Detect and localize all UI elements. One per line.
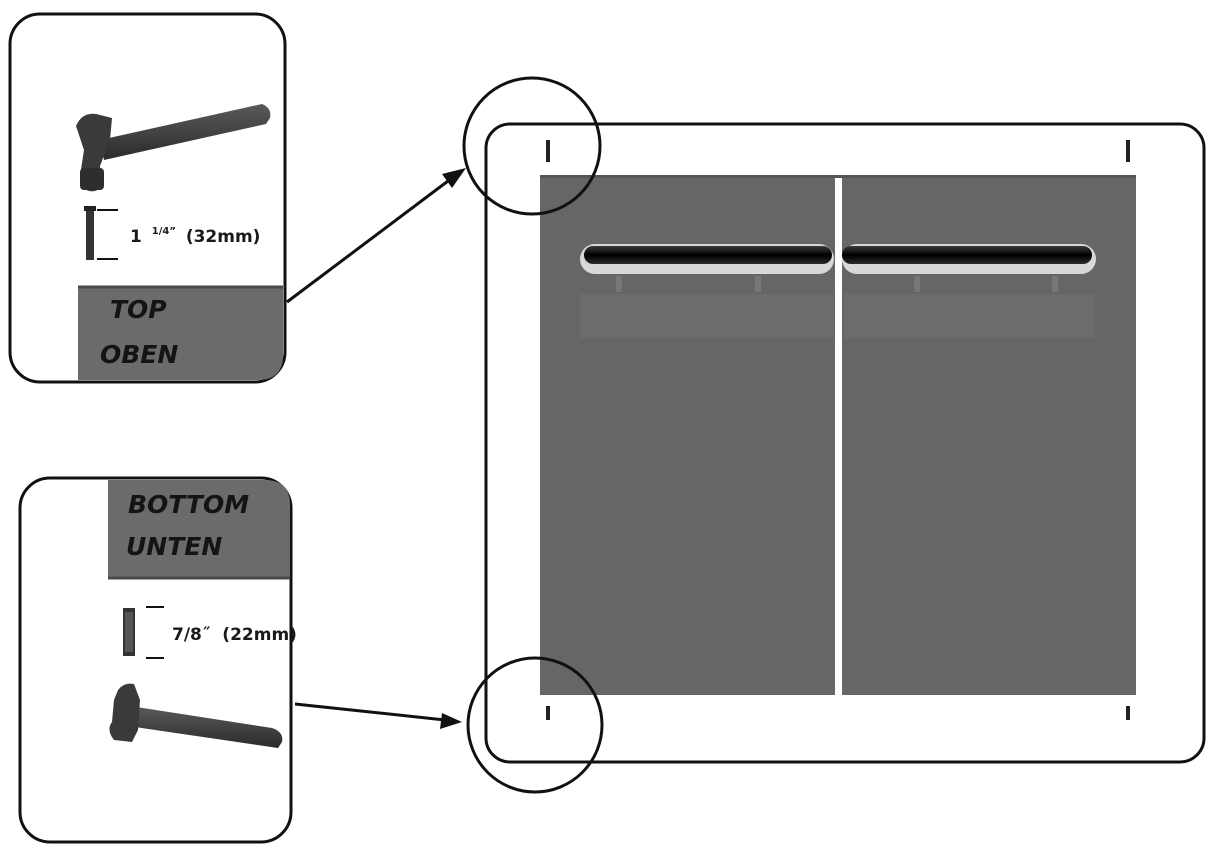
nail-length-metric: (22mm) — [222, 625, 297, 645]
hammer-icon — [109, 683, 283, 748]
top-detail-circle — [462, 76, 602, 216]
nail-length-label: 7/8˝ (22mm) — [172, 625, 297, 645]
bottom-door-edge — [108, 480, 290, 578]
nail-length-fraction: 1/4” — [152, 226, 176, 237]
nail-length-size: 7/8˝ — [172, 625, 211, 645]
nail-length-metric: (32mm) — [186, 227, 261, 247]
nail-length-label: 1 1/4” (32mm) — [130, 219, 260, 247]
top-detail-callout: 1 1/4” (32mm) TOP OBEN — [8, 12, 287, 384]
nail-dimension-bracket — [97, 209, 118, 260]
oben-label: OBEN — [100, 340, 178, 369]
arrow-bottom — [294, 702, 462, 729]
nail-dimension-bracket — [146, 606, 164, 659]
arrow-top — [286, 168, 466, 304]
cabinet-frame — [484, 122, 1206, 764]
bottom-detail-callout: BOTTOM UNTEN 7/8˝ (22mm) — [18, 476, 297, 844]
nail-icon — [84, 206, 96, 260]
nail-markers — [546, 140, 1130, 720]
nail-icon — [123, 608, 135, 656]
unten-label: UNTEN — [126, 532, 222, 561]
bottom-label: BOTTOM — [128, 490, 249, 519]
door-handle — [580, 244, 1096, 292]
hammer-icon — [76, 104, 271, 192]
top-label: TOP — [110, 295, 167, 324]
bottom-detail-circle — [466, 656, 604, 794]
top-door-edge — [78, 287, 283, 380]
nail-length-whole: 1 — [130, 227, 142, 247]
